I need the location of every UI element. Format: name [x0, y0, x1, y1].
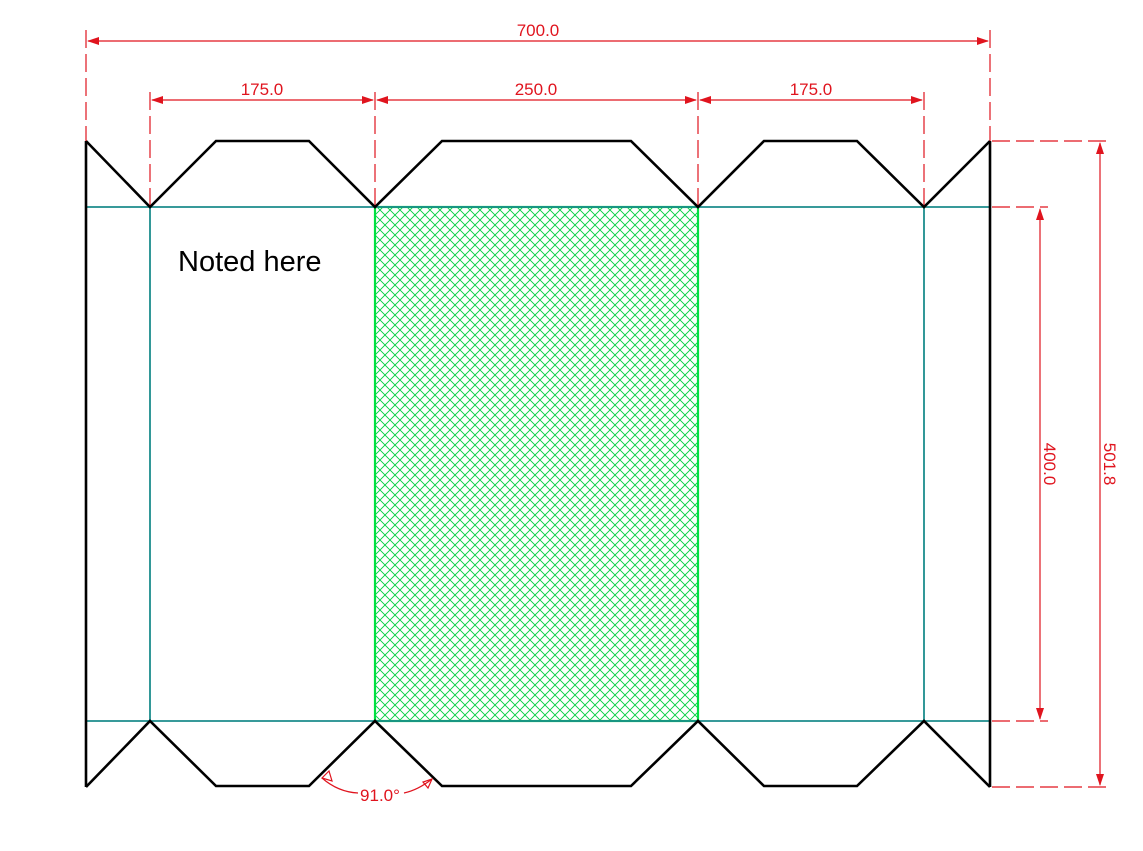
angle-arrow-left: [320, 769, 333, 782]
angle-arc-left: [321, 777, 359, 794]
dim-label-center-panel: 250.0: [515, 80, 558, 99]
angle-arc-right: [403, 778, 433, 794]
dim-label-right-panel: 175.0: [790, 80, 833, 99]
vertical-dimensions: 400.0 501.8: [992, 140, 1119, 788]
angle-arrow-right: [421, 778, 434, 790]
dim-label-angle: 91.0°: [360, 786, 400, 805]
dim-label-overall-height: 501.8: [1100, 443, 1119, 486]
horizontal-dimensions: 700.0 175.0 250.0 175.0: [85, 21, 991, 205]
dim-label-overall-width: 700.0: [517, 21, 560, 40]
bottom-edge: [85, 719, 991, 788]
angle-dimension: 91.0°: [320, 769, 434, 805]
center-panel-hatch: [375, 207, 698, 721]
dim-label-body-height: 400.0: [1040, 443, 1059, 486]
top-edge: [85, 139, 991, 209]
fold-lines: [86, 206, 990, 722]
note-text: Noted here: [178, 246, 322, 278]
pattern-outline: [84, 139, 992, 788]
dim-label-left-panel: 175.0: [241, 80, 284, 99]
